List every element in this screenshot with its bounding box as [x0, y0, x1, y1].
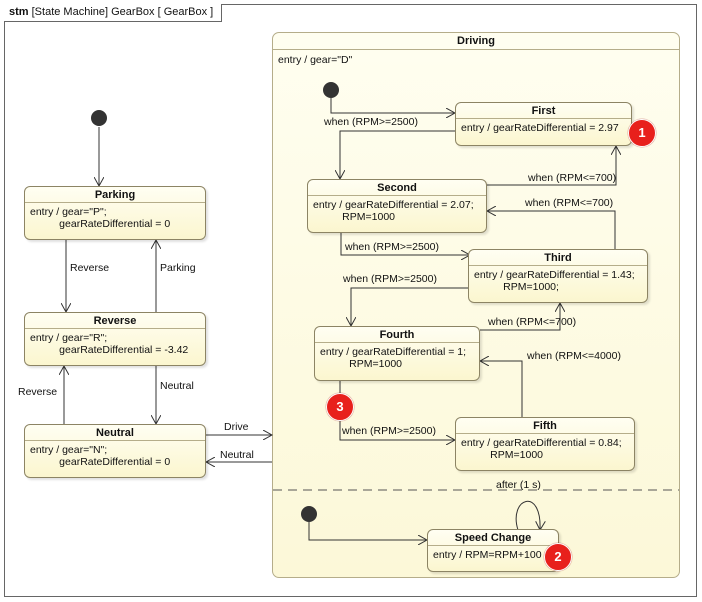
state-speed-change[interactable]: Speed Change entry / RPM=RPM+100	[427, 529, 559, 572]
label-fourth-fifth: when (RPM>=2500)	[342, 425, 436, 437]
label-parking-reverse: Reverse	[70, 262, 110, 274]
label-second-third: when (RPM>=2500)	[345, 241, 439, 253]
badge-three: 3	[326, 393, 354, 421]
state-second-name: Second	[308, 180, 486, 196]
edge-third-second	[487, 211, 616, 250]
edge-speedchange-self	[515, 500, 540, 530]
diagram-frame	[4, 4, 697, 597]
state-speed-change-body: entry / RPM=RPM+100	[433, 549, 542, 561]
edge-third-fourth	[351, 287, 470, 326]
state-fourth[interactable]: Fourth entry / gearRateDifferential = 1;…	[314, 326, 480, 381]
initial-node-speed-region[interactable]	[301, 506, 317, 522]
state-parking[interactable]: Parking entry / gear="P"; gearRateDiffer…	[24, 186, 206, 240]
label-speed-change-self: after (1 s)	[496, 479, 541, 491]
edge-second-first	[487, 146, 616, 186]
state-reverse-name: Reverse	[25, 313, 205, 329]
badge-two: 2	[544, 543, 572, 571]
badge-one: 1	[628, 119, 656, 147]
state-reverse[interactable]: Reverse entry / gear="R"; gearRateDiffer…	[24, 312, 206, 366]
initial-node-top-level[interactable]	[91, 110, 107, 126]
state-neutral-body: entry / gear="N"; gearRateDifferential =…	[30, 444, 171, 468]
state-fourth-name: Fourth	[315, 327, 479, 343]
label-second-first: when (RPM<=700)	[528, 172, 617, 184]
edge-second-third	[340, 233, 470, 255]
edge-initial-first	[330, 98, 455, 113]
state-third-name: Third	[469, 250, 647, 266]
label-reverse-parking: Parking	[160, 262, 196, 274]
state-driving-entry: entry / gear="D"	[278, 54, 353, 66]
edge-fifth-fourth	[480, 361, 523, 418]
label-first-second: when (RPM>=2500)	[324, 116, 418, 128]
edge-fourth-third	[480, 303, 560, 331]
state-fifth-body: entry / gearRateDifferential = 0.84; RPM…	[461, 437, 622, 461]
initial-node-driving[interactable]	[323, 82, 339, 98]
state-first-name: First	[456, 103, 631, 119]
state-driving-name: Driving	[272, 32, 680, 50]
label-driving-neutral: Neutral	[220, 449, 254, 461]
state-second[interactable]: Second entry / gearRateDifferential = 2.…	[307, 179, 487, 233]
frame-kind: stm	[9, 6, 29, 18]
label-fourth-third: when (RPM<=700)	[488, 316, 577, 328]
state-parking-body: entry / gear="P"; gearRateDifferential =…	[30, 206, 171, 230]
state-reverse-body: entry / gear="R"; gearRateDifferential =…	[30, 332, 189, 356]
label-neutral-reverse: Reverse	[18, 386, 58, 398]
frame-header: stm [State Machine] GearBox [ GearBox ]	[4, 4, 223, 22]
state-first[interactable]: First entry / gearRateDifferential = 2.9…	[455, 102, 632, 146]
label-third-second: when (RPM<=700)	[525, 197, 614, 209]
state-neutral[interactable]: Neutral entry / gear="N"; gearRateDiffer…	[24, 424, 206, 478]
frame-title: [State Machine] GearBox [ GearBox ]	[31, 6, 214, 18]
state-speed-change-name: Speed Change	[428, 530, 558, 546]
label-third-fourth: when (RPM>=2500)	[343, 273, 437, 285]
state-fifth-name: Fifth	[456, 418, 634, 434]
state-fifth[interactable]: Fifth entry / gearRateDifferential = 0.8…	[455, 417, 635, 471]
edge-initial-speedchange	[308, 522, 427, 540]
label-fifth-fourth: when (RPM<=4000)	[527, 350, 621, 362]
edge-first-second	[340, 130, 455, 179]
label-neutral-driving: Drive	[224, 421, 249, 433]
state-neutral-name: Neutral	[25, 425, 205, 441]
state-third[interactable]: Third entry / gearRateDifferential = 1.4…	[468, 249, 648, 303]
state-parking-name: Parking	[25, 187, 205, 203]
label-reverse-neutral: Neutral	[160, 380, 194, 392]
state-third-body: entry / gearRateDifferential = 1.43; RPM…	[474, 269, 635, 293]
state-first-body: entry / gearRateDifferential = 2.97	[461, 122, 619, 134]
state-fourth-body: entry / gearRateDifferential = 1; RPM=10…	[320, 346, 467, 370]
state-second-body: entry / gearRateDifferential = 2.07; RPM…	[313, 199, 474, 223]
